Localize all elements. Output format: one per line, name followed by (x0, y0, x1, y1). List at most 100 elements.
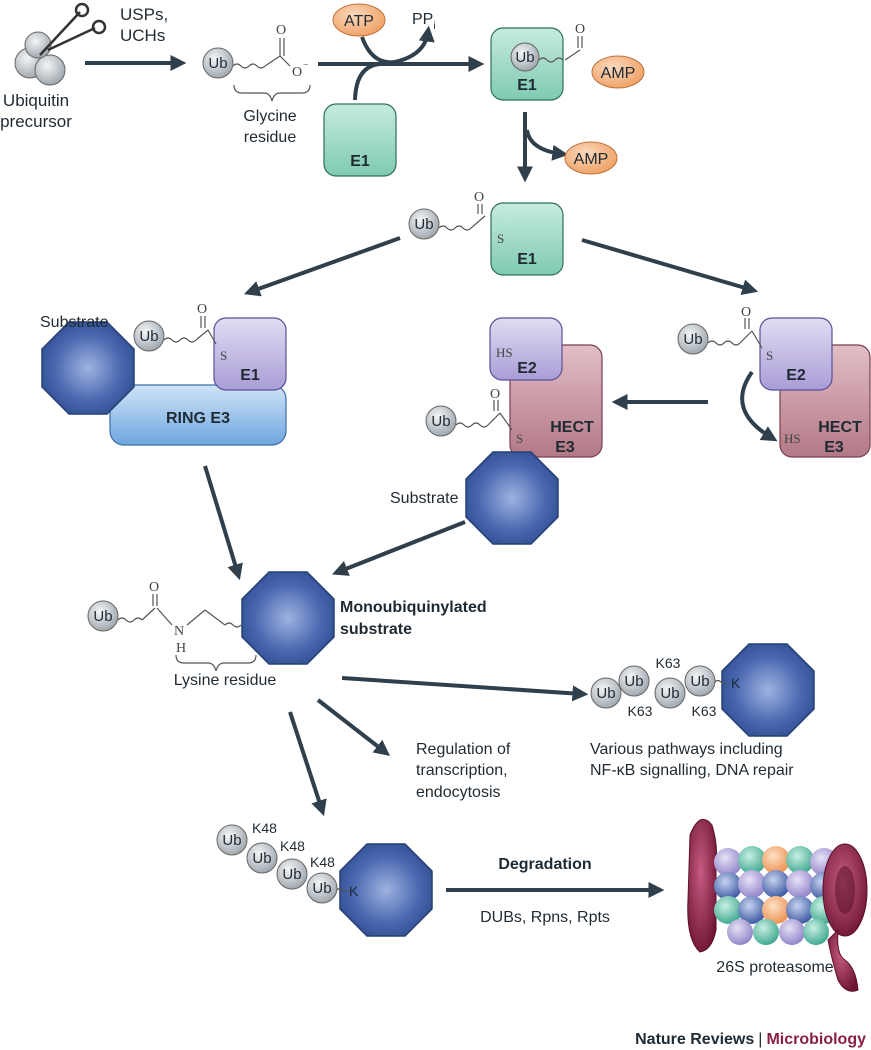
usps-label: USPs, (120, 5, 168, 24)
proteasome-26s (687, 818, 868, 992)
e1-label: E1 (350, 153, 370, 170)
amp-bubble (564, 141, 618, 175)
substrate-mono (241, 571, 335, 665)
thioester-s: S (766, 348, 773, 363)
ub-label: Ub (312, 880, 331, 897)
substrate-ring (41, 321, 135, 415)
ub-label: Ub (431, 413, 450, 430)
ring-to-mono-arrow (203, 465, 243, 581)
uchs-label: UCHs (120, 26, 165, 45)
e1-label: E1 (517, 77, 537, 94)
ub-label: Ub (208, 55, 227, 72)
carbonyl-o: O (276, 23, 286, 38)
atp-bubble (332, 3, 386, 37)
e1-label: E1 (517, 251, 537, 268)
ub-ball (510, 42, 540, 72)
carbonyl-o: O (474, 190, 484, 205)
hect-to-mono-arrow (332, 520, 466, 576)
ub-label: Ub (93, 608, 112, 625)
hect-hs: HS (784, 431, 801, 446)
e2-loaded (759, 317, 833, 391)
atp-curve-arrow (360, 25, 435, 65)
e2-label: E2 (786, 367, 806, 384)
ub-label: Ub (282, 866, 301, 883)
degradation-title: Degradation (498, 856, 591, 873)
amide-h: H (176, 641, 186, 656)
thioester-s: S (497, 231, 504, 246)
carbonyl-o: O (197, 302, 207, 317)
k63-link-label: K63 (692, 703, 717, 719)
regulation-text: Regulation of (416, 741, 511, 758)
ub-label: Ub (414, 216, 433, 233)
ub-label: Ub (596, 685, 615, 702)
atp-label: ATP (344, 13, 374, 30)
ub-glycine: Ub O O − Glycine residue (202, 23, 311, 146)
ub-ball (677, 323, 709, 355)
mono-label: substrate (340, 621, 412, 638)
precursor-ub-ball (34, 54, 66, 86)
regulation-text: transcription, (416, 762, 508, 779)
ring-substrate-label: Substrate (40, 314, 109, 331)
to-ring-arrow (243, 236, 401, 297)
carbonyl-o: O (149, 580, 159, 595)
e1-label: E1 (240, 367, 260, 384)
k48-chain: Ub Ub Ub Ub K K48 K48 K48 (216, 820, 359, 904)
ub-ball (202, 47, 234, 79)
proteasome-label: 26S proteasome (716, 959, 834, 976)
k63-description: Various pathways including (590, 741, 783, 758)
ub-ball (590, 677, 622, 709)
lysine-brace (175, 654, 257, 672)
carbonyl-o: O (741, 305, 751, 320)
ub-ball (654, 677, 686, 709)
lysine-k: K (731, 675, 741, 691)
e1-free (323, 103, 397, 177)
carbonyl-o: O (575, 22, 585, 37)
amp-release-arrow (525, 129, 569, 161)
ub-label: Ub (660, 685, 679, 702)
amp-bubble (591, 55, 645, 89)
precursor-label: precursor (0, 112, 72, 131)
precursor-ub-ball (24, 31, 52, 59)
e2-ring-bound (213, 317, 287, 391)
hect-label: HECT (818, 419, 862, 436)
amp-label: AMP (574, 151, 609, 168)
ub-ball (133, 320, 165, 352)
k48-link-label: K48 (310, 854, 335, 870)
ub-label: Ub (252, 850, 271, 867)
ub-ball (618, 665, 650, 697)
e2-label: E2 (517, 360, 537, 377)
glycine-label: Glycine (243, 108, 296, 125)
ub-ball (306, 872, 338, 904)
ub-ball (425, 405, 457, 437)
thioester-s: S (220, 348, 227, 363)
k63-link-label: K63 (656, 655, 681, 671)
ub-ball (408, 208, 440, 240)
to-regulation-arrow (316, 698, 391, 756)
ub-ball (276, 858, 308, 890)
proteasome-cap-left (687, 818, 717, 953)
ub-label: Ub (683, 331, 702, 348)
carboxylate-o: O (292, 65, 302, 80)
squiggle (232, 63, 266, 69)
lysine-k: K (349, 883, 359, 899)
ring-e3-label: RING E3 (166, 410, 230, 427)
k48-link-label: K48 (280, 838, 305, 854)
amp-label: AMP (601, 65, 636, 82)
glycine-brace (233, 84, 311, 102)
ppi-label: PPi (412, 11, 436, 32)
k63-description: NF-κB signalling, DNA repair (590, 762, 794, 779)
scissors-icon (39, 2, 107, 56)
mono-label: Monoubiquinylated (340, 599, 487, 616)
hect-label: HECT (550, 419, 594, 436)
charge-sign: − (303, 60, 309, 71)
hect-label: E3 (824, 439, 844, 456)
carbonyl-o: O (490, 387, 500, 402)
ring-e3 (109, 384, 287, 446)
to-k48-arrow (288, 711, 327, 817)
k63-link-label: K63 (628, 703, 653, 719)
ub-label: Ub (624, 673, 643, 690)
ub-ball (216, 824, 248, 856)
degradation-factors: DUBs, Rpns, Rpts (480, 909, 610, 926)
ub-ball (246, 842, 278, 874)
